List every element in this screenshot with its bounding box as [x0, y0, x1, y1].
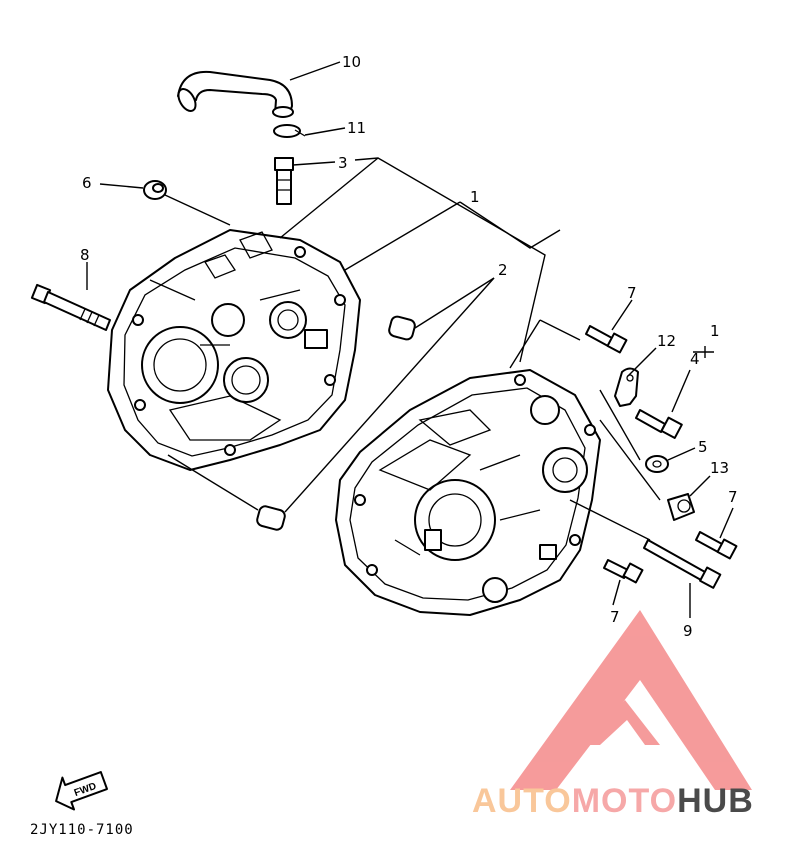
fwd-arrow: FWD [55, 771, 108, 811]
callout-6: 6 [82, 174, 92, 192]
callout-7-top: 7 [627, 284, 637, 302]
callout-7-right: 7 [728, 488, 738, 506]
watermark-moto: MOTO [571, 782, 678, 820]
callout-1-right: 1 [710, 322, 720, 340]
watermark-hub: HUB [677, 782, 754, 820]
watermark-auto: AUTO [472, 782, 572, 820]
callout-3: 3 [338, 154, 348, 172]
dowel-pin-lower [256, 505, 286, 531]
bolt-7-lower [603, 559, 644, 584]
breather-fitting [274, 157, 294, 205]
hose-clip [273, 124, 306, 138]
dowel-pin-upper [388, 315, 416, 341]
leader-lines [86, 61, 734, 618]
bolt-7-upper [585, 325, 628, 354]
crankcase-right [335, 369, 601, 616]
callout-1-left: 1 [470, 188, 480, 206]
part-code: 2JY110-7100 [30, 822, 134, 838]
callout-10: 10 [342, 53, 361, 71]
callout-11: 11 [347, 119, 366, 137]
callout-7-bottom: 7 [610, 608, 620, 626]
bolt-4 [635, 409, 683, 439]
watermark-text: AUTOMOTOHUB [472, 782, 754, 821]
callout-9: 9 [683, 622, 693, 640]
callout-4: 4 [690, 350, 700, 368]
bolt-9 [643, 539, 722, 589]
oil-seal [143, 180, 167, 200]
callout-5: 5 [698, 438, 708, 456]
bracket-12 [614, 367, 639, 407]
callout-12: 12 [657, 332, 676, 350]
callout-labels: 10 11 3 6 1 8 2 7 12 1 4 5 13 7 7 9 [80, 53, 738, 640]
clip-13 [667, 493, 695, 521]
crankcase-left [107, 229, 361, 471]
callout-13: 13 [710, 459, 729, 477]
callout-2: 2 [498, 261, 508, 279]
bolt-7-right [695, 531, 738, 560]
callout-8: 8 [80, 246, 90, 264]
washer-5 [645, 455, 669, 473]
long-bolt [30, 283, 111, 331]
breather-hose [177, 70, 294, 118]
watermark-logo [510, 610, 752, 790]
